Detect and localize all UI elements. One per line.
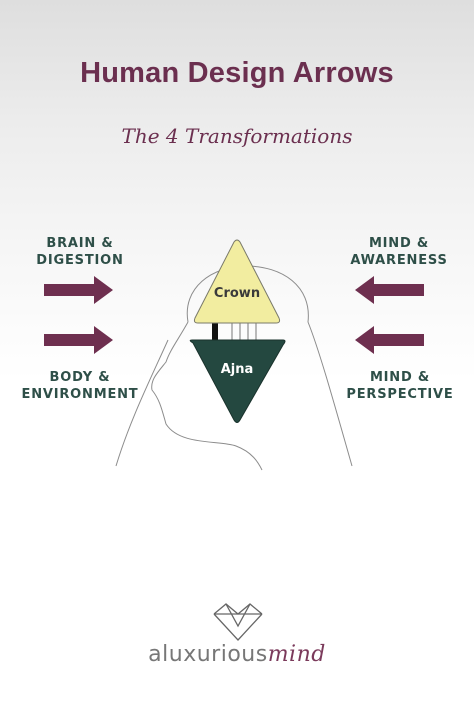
page-subtitle: The 4 Transformations: [121, 124, 353, 148]
label-brain-digestion: BRAIN & DIGESTION: [30, 235, 130, 269]
page-title: Human Design Arrows: [80, 57, 394, 89]
ajna-label: Ajna: [221, 362, 254, 377]
label-line: BODY &: [49, 370, 111, 385]
head-outline: [186, 265, 353, 467]
head-profile: [151, 321, 263, 471]
label-line: ENVIRONMENT: [21, 387, 139, 402]
active-channel: [212, 322, 218, 340]
label-mind-awareness: MIND & AWARENESS: [344, 235, 454, 269]
crown-label: Crown: [214, 286, 260, 301]
label-mind-perspective: MIND & PERSPECTIVE: [340, 369, 460, 403]
crown-center: [193, 239, 281, 324]
arrow-mind-awareness: [355, 276, 424, 304]
label-line: PERSPECTIVE: [346, 387, 454, 402]
arrow-mind-perspective: [355, 326, 424, 354]
diamond-triangle-logo: [213, 603, 263, 641]
label-line: DIGESTION: [36, 253, 124, 268]
arrow-brain-digestion: [44, 276, 113, 304]
ajna-center: [189, 339, 286, 423]
label-line: MIND &: [369, 370, 431, 385]
brand-word-1: aluxurious: [148, 642, 268, 667]
label-line: BRAIN &: [46, 236, 114, 251]
brand-wordmark: aluxuriousmind: [0, 642, 474, 667]
brand-word-2: mind: [267, 642, 326, 667]
label-line: MIND &: [368, 236, 430, 251]
label-body-environment: BODY & ENVIRONMENT: [20, 369, 140, 403]
label-line: AWARENESS: [350, 253, 448, 268]
arrow-body-environment: [44, 326, 113, 354]
head-back: [115, 339, 169, 467]
